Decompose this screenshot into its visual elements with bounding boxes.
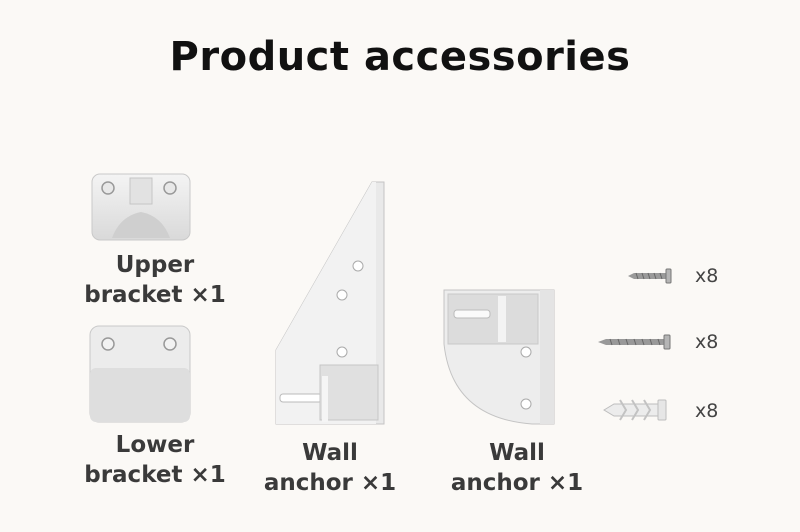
upper-bracket-icon — [91, 173, 191, 241]
lower-bracket-icon — [89, 325, 191, 423]
short-screw-quantity: x8 — [695, 265, 719, 287]
long-screw-quantity: x8 — [695, 331, 719, 353]
short-screw-icon — [628, 268, 672, 284]
long-screw-icon — [598, 334, 671, 350]
triangular-wall-anchor-icon — [275, 181, 385, 425]
wall-plug-quantity: x8 — [695, 400, 719, 422]
rounded-wall-anchor-icon — [443, 289, 555, 425]
wall-plug-icon — [603, 399, 667, 421]
page-title: Product accessories — [169, 34, 631, 80]
